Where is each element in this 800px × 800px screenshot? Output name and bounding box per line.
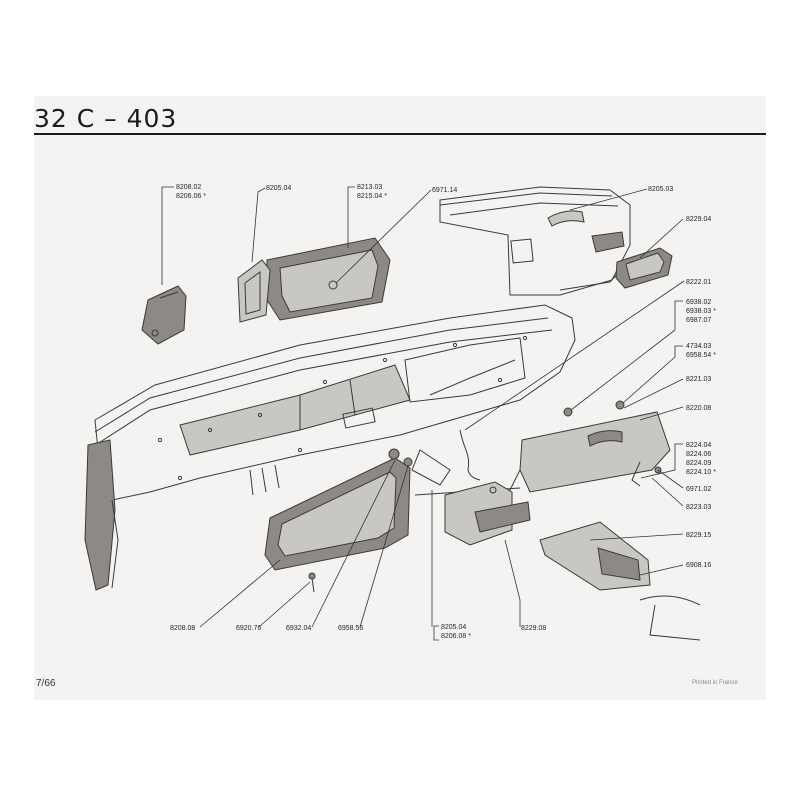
spring-rod — [411, 429, 521, 496]
callout-6938-02: 6938.02 — [686, 299, 711, 306]
callout-6938-03: 6938.03 * — [686, 308, 716, 315]
hinge-bracket — [141, 285, 187, 345]
callout-8224-06: 8224.06 — [686, 451, 711, 458]
page-number: 7/66 — [36, 678, 56, 689]
callout-8205-04-bottom: 8205.04 — [441, 624, 466, 631]
glovebox-frame — [237, 259, 271, 323]
callout-8229-15: 8229.15 — [686, 532, 711, 539]
callout-6932-04: 6932.04 — [286, 625, 311, 632]
callout-8221-03: 8221.03 — [686, 376, 711, 383]
header-rule — [34, 133, 766, 135]
callout-6908-16: 6908.16 — [686, 562, 711, 569]
callout-6958-54: 6958.54 * — [686, 352, 716, 359]
callout-8224-09: 8224.09 — [686, 460, 711, 467]
callout-8224-10: 8224.10 * — [686, 469, 716, 476]
callout-8205-04: 8205.04 — [266, 185, 291, 192]
page-title: 32 C – 403 — [34, 104, 178, 133]
leader-lines — [161, 186, 685, 628]
lock-mechanism — [539, 521, 701, 641]
callout-8220-08: 8220.08 — [686, 405, 711, 412]
callout-8224-04: 8224.04 — [686, 442, 711, 449]
callout-6958-56: 6958.56 — [338, 625, 363, 632]
ashtray-tray — [266, 237, 391, 321]
callout-8206-08: 8206.08 * — [441, 633, 471, 640]
dashboard-panel — [84, 304, 576, 591]
callout-6920-76: 6920.76 — [236, 625, 261, 632]
callout-8229-04: 8229.04 — [686, 216, 711, 223]
glovebox-lid — [504, 400, 671, 506]
callout-8208-02: 8208.02 — [176, 184, 201, 191]
callout-6971-02: 6971.02 — [686, 486, 711, 493]
callout-8213-03: 8213.03 — [357, 184, 382, 191]
callout-6971-14: 6971.14 — [432, 187, 457, 194]
printer-note: Printed in France — [692, 680, 738, 686]
ashtray-box — [444, 481, 531, 546]
callout-8223-03: 8223.03 — [686, 504, 711, 511]
callout-8205-03: 8205.03 — [648, 186, 673, 193]
callout-8208-08: 8208.08 — [170, 625, 195, 632]
glovebox-bezel — [264, 448, 413, 593]
upper-cowl — [439, 186, 631, 296]
callout-8215-04: 8215.04 * — [357, 193, 387, 200]
callout-4734-03: 4734.03 — [686, 343, 711, 350]
callout-8229-08: 8229.08 — [521, 625, 546, 632]
callout-6987-07: 6987.07 — [686, 317, 711, 324]
callout-8206-06: 8206.06 * — [176, 193, 206, 200]
callout-labels: 8208.02 8206.06 * 8205.04 8213.03 8215.0… — [170, 184, 716, 641]
side-tray — [615, 247, 673, 289]
callout-8222-01: 8222.01 — [686, 279, 711, 286]
